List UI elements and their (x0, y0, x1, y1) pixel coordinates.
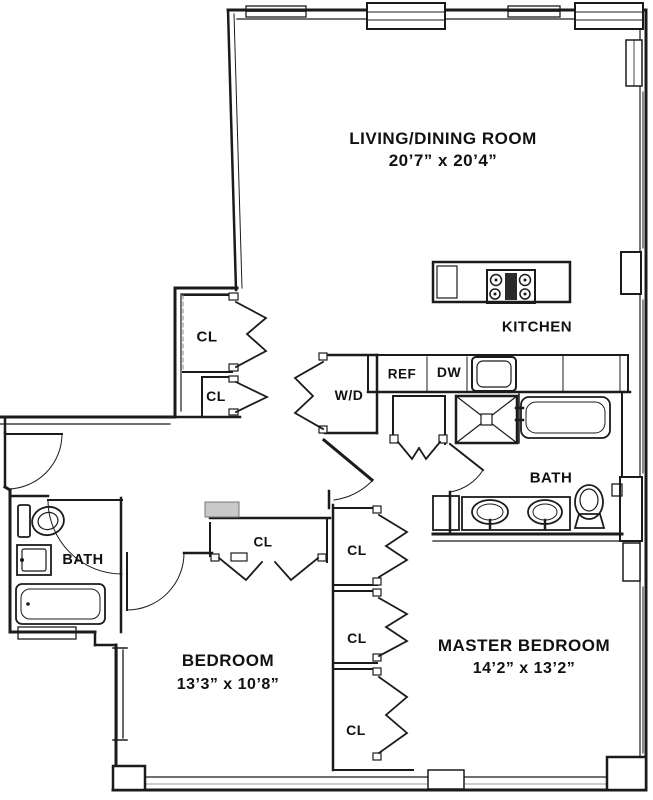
bedroom-label: BEDROOM (181, 651, 275, 670)
hall-closet-2-label: CL (347, 630, 367, 646)
entry-door (6, 433, 63, 490)
master-bath-label: BATH (529, 469, 573, 487)
hall-closet-1-doors (372, 505, 409, 586)
window-top-2 (574, 2, 644, 30)
master-bath-door (448, 442, 485, 493)
column-bottom-left (111, 764, 147, 792)
foyer-closet-lower-label: CL (206, 388, 226, 404)
toilet-icon-hall (17, 504, 65, 538)
foyer-closet-upper-doors (228, 292, 268, 372)
radiator-hall-bath (17, 626, 77, 640)
living-dining-label: LIVING/DINING ROOM (349, 129, 537, 148)
window-bedroom-left (116, 649, 124, 739)
column-bottom-right (605, 755, 648, 792)
closet-bifold-doors (210, 292, 448, 761)
master-bedroom-dimensions: 14’2” x 13’2” (472, 660, 576, 677)
bathtub-icon-hall (15, 583, 106, 625)
kitchen-label: KITCHEN (501, 318, 573, 336)
bedroom-closet-label: CL (253, 534, 273, 550)
laundry-closet-doors (293, 352, 328, 434)
stove-icon (486, 269, 536, 304)
bathtub-icon (514, 396, 611, 439)
living-dining-dimensions: 20’7” x 20’4” (388, 151, 498, 170)
kitchen-sink-icon (471, 356, 517, 392)
interior-walls (8, 294, 632, 772)
hallway-door (333, 480, 373, 501)
toilet-icon-master (573, 483, 623, 529)
windows-and-columns (111, 2, 648, 792)
master-bath-fixtures (432, 394, 623, 531)
column-block (204, 501, 240, 518)
bedroom-door (126, 552, 185, 611)
hall-closet-2-doors (372, 588, 409, 662)
hall-closet-3-doors (372, 667, 409, 761)
refrigerator-label: REF (387, 366, 417, 382)
hall-closet-3-label: CL (346, 722, 366, 738)
sink-icon-hall (16, 544, 52, 576)
dishwasher-label: DW (436, 364, 462, 380)
foyer-closet-lower-doors (228, 375, 270, 416)
hall-closet-1-label: CL (347, 542, 367, 558)
vanity-double-sink (432, 495, 571, 531)
hall-bath-door (47, 499, 123, 575)
bedroom-dimensions: 13’3” x 10’8” (176, 676, 280, 693)
column-right-3 (622, 542, 641, 582)
shower-icon (454, 394, 519, 445)
laundry-label: W/D (334, 387, 364, 403)
hall-bath-label: BATH (62, 552, 104, 568)
master-bedroom-label: MASTER BEDROOM (437, 636, 611, 655)
kitchen-fixtures (431, 260, 572, 392)
foyer-closet-upper-label: CL (196, 328, 218, 346)
hall-bath-fixtures (15, 504, 106, 640)
bedroom-closet-doors (210, 552, 327, 582)
kitchen-closet-doors (389, 434, 448, 461)
doors (6, 433, 485, 611)
column-right-1 (620, 251, 642, 295)
window-top-1 (366, 2, 446, 30)
radiator-bottom (427, 769, 465, 790)
column-right-2 (619, 476, 643, 542)
